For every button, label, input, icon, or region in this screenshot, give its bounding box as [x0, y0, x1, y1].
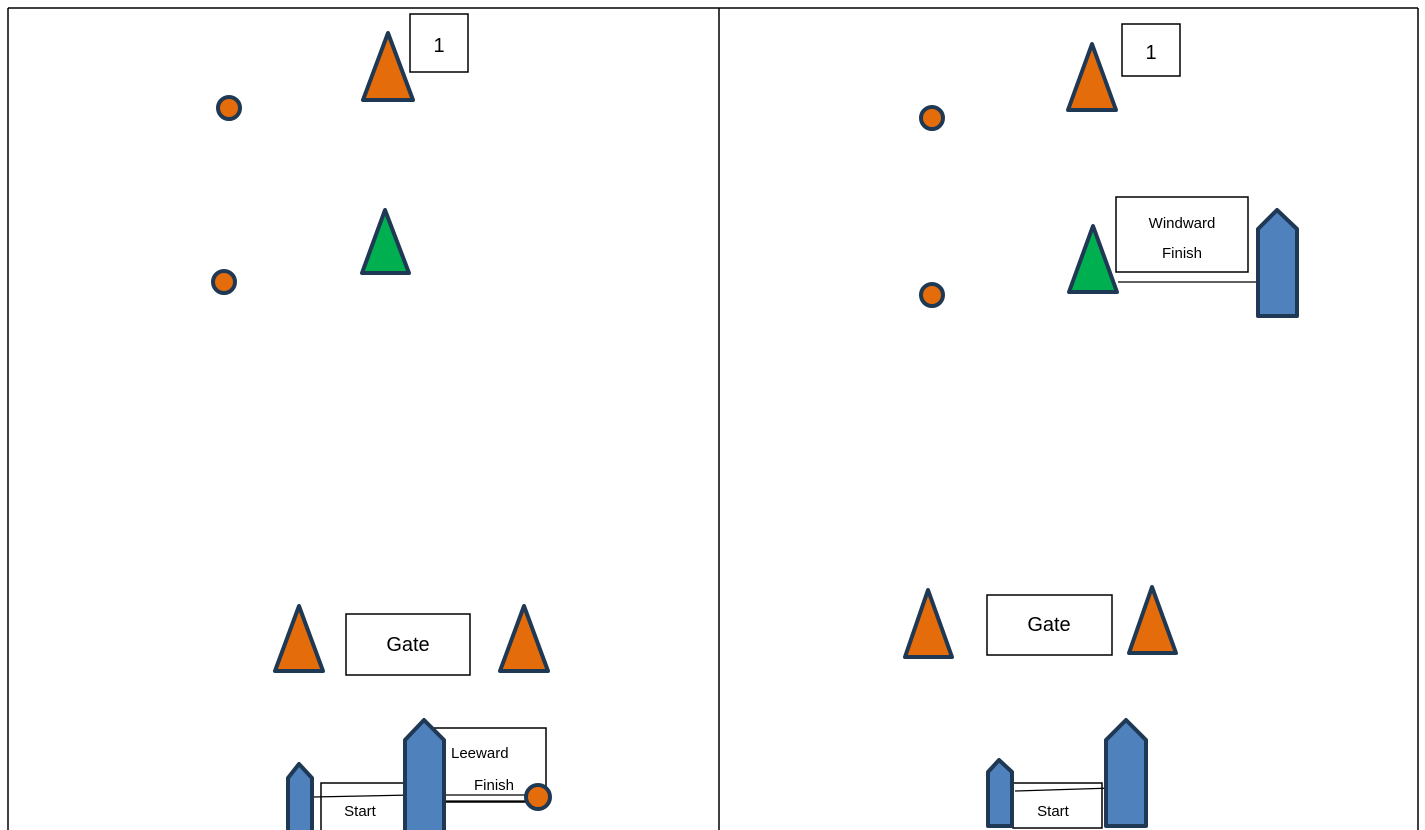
right-gate-label-box	[986, 594, 1113, 656]
left-start-box	[320, 782, 412, 830]
left-course-panel: 1 Gate Leeward Finish Start	[211, 13, 552, 830]
right-windward-finish-line2: Finish	[1162, 245, 1202, 262]
right-start-label: Start	[1037, 803, 1070, 820]
left-leeward-finish-line2: Finish	[474, 777, 514, 794]
right-start-pin-boat	[986, 758, 1014, 828]
right-mark-1-number-box	[1121, 23, 1181, 77]
right-upper-orange-buoy	[919, 105, 945, 131]
table-borders	[7, 7, 1419, 830]
right-green-triangle-mark	[1067, 224, 1119, 294]
left-middle-orange-buoy	[211, 269, 237, 295]
left-mark-1-orange-triangle	[361, 31, 415, 102]
left-leeward-finish-line1: Leeward	[451, 745, 509, 762]
right-windward-finish-line1: Windward	[1149, 215, 1216, 232]
right-finish-committee-boat	[1256, 208, 1299, 318]
left-start-label: Start	[344, 803, 377, 820]
right-gate-label: Gate	[1027, 614, 1070, 636]
left-committee-boat	[403, 718, 446, 830]
left-finish-pin-orange-buoy	[524, 783, 552, 811]
right-gate-orange-triangle-starboard	[1127, 585, 1178, 655]
left-mark-1-number: 1	[433, 35, 444, 57]
right-windward-finish-box	[1115, 196, 1249, 273]
left-gate-label-box	[345, 613, 471, 676]
right-course-panel: 1 Windward Finish Gate Start	[903, 23, 1299, 829]
left-gate-orange-triangle-port	[273, 604, 325, 673]
right-gate-orange-triangle-port	[903, 588, 954, 659]
left-start-pin-boat	[286, 762, 314, 830]
left-upper-orange-buoy	[216, 95, 242, 121]
left-green-triangle-mark	[360, 208, 411, 275]
right-middle-orange-buoy	[919, 282, 945, 308]
left-gate-label: Gate	[386, 634, 429, 656]
right-mark-1-number: 1	[1145, 42, 1156, 64]
right-mark-1-orange-triangle	[1066, 42, 1118, 112]
left-mark-1-number-box	[409, 13, 469, 73]
right-start-line	[1014, 787, 1114, 792]
right-start-committee-boat	[1104, 718, 1148, 828]
left-start-line	[312, 794, 413, 798]
left-gate-orange-triangle-starboard	[498, 604, 550, 673]
